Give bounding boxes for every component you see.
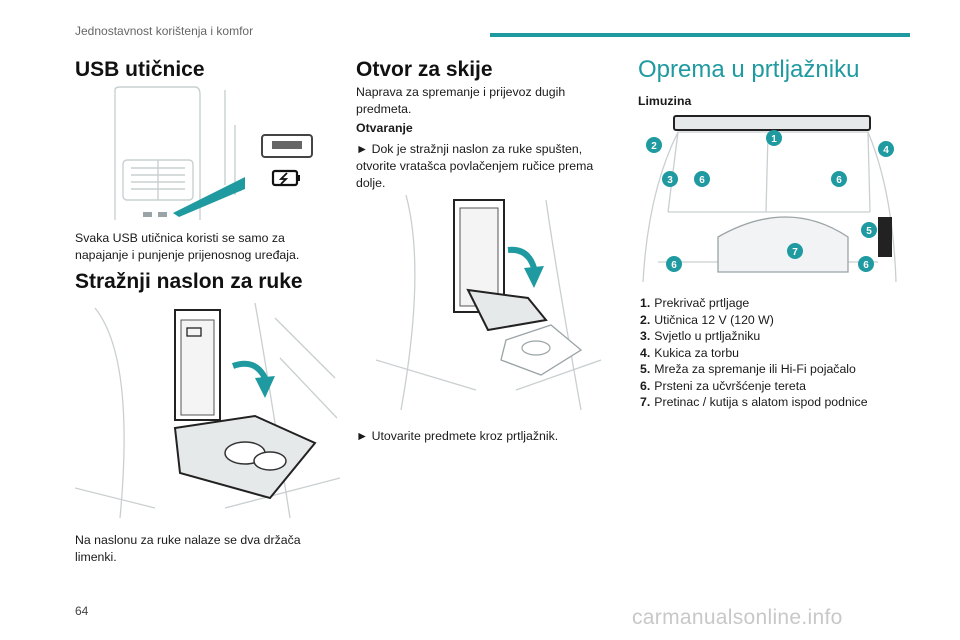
armrest-title: Stražnji naslon za ruke (75, 270, 303, 293)
callout-3: 3 (667, 175, 673, 186)
header-accent-bar (490, 33, 910, 37)
callout-6c: 6 (671, 260, 677, 271)
callout-6d: 6 (863, 260, 869, 271)
boot-title: Oprema u prtljažniku (638, 56, 860, 83)
ski-subtitle: Otvaranje (356, 121, 413, 135)
usb-illustration (114, 86, 313, 220)
ski-hatch-illustration (375, 194, 601, 411)
callout-6b: 6 (836, 175, 842, 186)
legend-item: 4.Kukica za torbu (640, 345, 740, 360)
legend-item: 6.Prsteni za učvršćenje tereta (640, 378, 806, 393)
legend-item: 1.Prekrivač prtljage (640, 296, 750, 310)
armrest-illustration (75, 302, 340, 519)
legend-item: 7.Pretinac / kutija s alatom ispod podni… (640, 395, 868, 409)
ski-title: Otvor za skije (356, 58, 493, 81)
legend-item: 3.Svjetlo u prtljažniku (640, 329, 761, 343)
callout-7: 7 (792, 247, 798, 258)
ski-step-1: ► Dok je stražnji naslon za ruke spušten… (356, 142, 594, 190)
ski-step-2: ► Utovarite predmete kroz prtljažnik. (356, 429, 559, 443)
armrest-text: Na naslonu za ruke nalaze se dva držača … (75, 533, 301, 564)
callout-1: 1 (771, 134, 777, 145)
usb-text: Svaka USB utičnica koristi se samo za na… (75, 231, 300, 262)
callout-6a: 6 (699, 175, 705, 186)
boot-legend: 1.Prekrivač prtljage 2.Utičnica 12 V (12… (640, 295, 868, 411)
callout-2: 2 (651, 141, 657, 152)
ski-intro: Naprava za spremanje i prijevoz dugih pr… (356, 85, 566, 116)
legend-item: 5.Mreža za spremanje ili Hi-Fi pojačalo (640, 362, 856, 376)
watermark: carmanualsonline.info (632, 606, 843, 629)
boot-illustration: 1 2 3 4 5 6 6 6 6 7 (642, 115, 897, 283)
callout-5: 5 (866, 226, 872, 237)
running-header: Jednostavnost korištenja i komfor (75, 24, 254, 38)
page-number: 64 (75, 604, 89, 618)
usb-title: USB utičnice (75, 58, 205, 81)
callout-4: 4 (883, 145, 889, 156)
boot-subtitle: Limuzina (638, 94, 692, 108)
legend-item: 2.Utičnica 12 V (120 W) (640, 312, 774, 327)
callout-markers: 1 2 3 4 5 6 6 6 6 7 (646, 130, 894, 272)
